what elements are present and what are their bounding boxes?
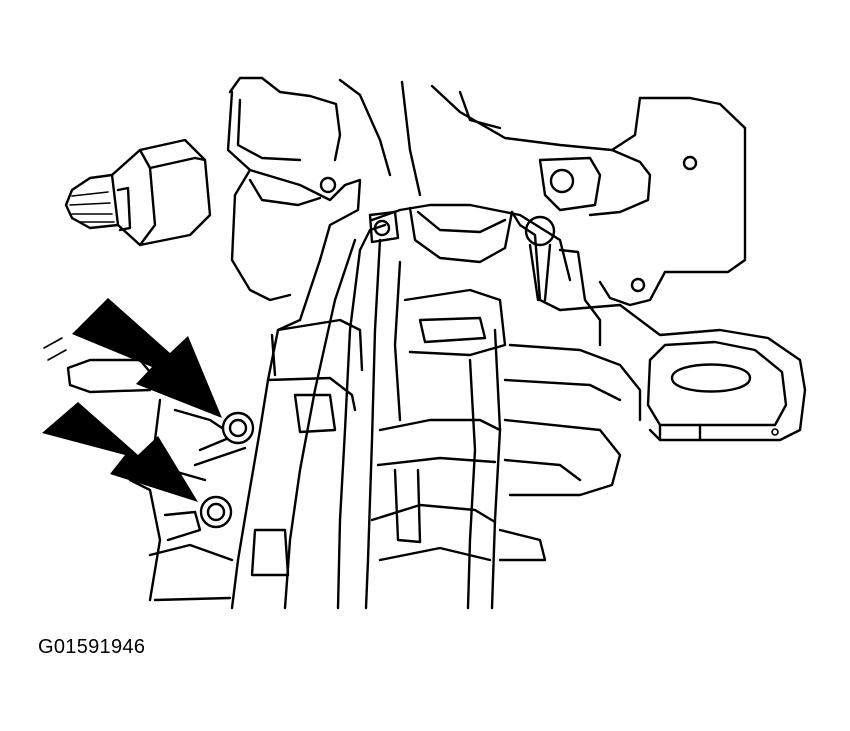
upper-mounting-bolt <box>221 411 255 445</box>
right-bracket <box>498 303 807 562</box>
lower-mounting-bolt <box>199 495 233 529</box>
motion-lines <box>43 337 67 361</box>
column-body <box>230 168 602 610</box>
electrical-connector <box>64 138 212 247</box>
arrow-icon <box>72 298 222 418</box>
figure-code: G01591946 <box>38 636 146 658</box>
arrow-icon <box>42 402 198 502</box>
upper-housing <box>226 76 747 307</box>
